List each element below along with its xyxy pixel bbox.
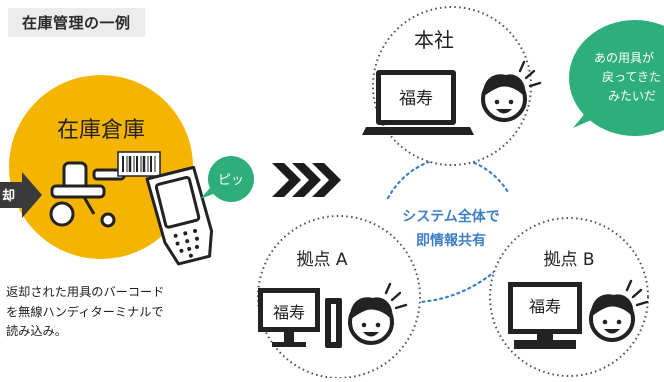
- beep-bubble: ピッ: [200, 156, 254, 202]
- chevron-arrows-icon: [272, 163, 341, 197]
- site-b-screen-text: 福寿: [529, 297, 561, 316]
- hq-laptop-icon: [362, 70, 474, 135]
- caption-line-3: 読み込み。: [6, 324, 67, 338]
- site-b-node: 拠点 B 福寿: [489, 217, 649, 377]
- site-a-person-icon: [347, 295, 395, 345]
- section-tag: 在庫管理の一例: [8, 8, 145, 37]
- handheld-scanner-icon: [145, 165, 214, 266]
- beep-text: ピッ: [218, 173, 244, 188]
- hq-screen-text: 福寿: [399, 89, 433, 109]
- speech-bubble: あの用具が 戻ってきた みたいだ: [569, 20, 664, 136]
- wheelchair-icon: [49, 161, 126, 228]
- bubble-line1: あの用具が: [594, 50, 654, 65]
- barcode-label-icon: [117, 151, 161, 177]
- site-b-title: 拠点 B: [543, 250, 594, 270]
- site-a-title: 拠点 A: [296, 250, 347, 270]
- site-b-person-icon: [588, 292, 636, 342]
- warehouse-node: 在庫倉庫: [9, 75, 193, 259]
- site-a-node: 拠点 A 福寿: [257, 215, 421, 379]
- hq-node: 本社 福寿: [362, 6, 542, 166]
- bubble-line2: 戻ってきた: [602, 70, 661, 84]
- share-label-line2: 即情報共有: [416, 232, 486, 249]
- scan-caption: 返却された用具のバーコード を無線ハンディターミナルで 読み込み。: [6, 283, 164, 342]
- share-label-line1: システム全体で: [402, 208, 500, 225]
- site-b-pc-icon: [508, 282, 582, 349]
- caption-line-1: 返却された用具のバーコード: [6, 285, 165, 299]
- caption-line-2: を無線ハンディターミナルで: [6, 304, 164, 319]
- return-label: 却: [2, 188, 15, 204]
- warehouse-title: 在庫倉庫: [57, 118, 145, 143]
- hq-title: 本社: [414, 28, 454, 52]
- hq-person-icon: [480, 72, 528, 122]
- site-a-screen-text: 福寿: [273, 303, 305, 322]
- site-a-monitor-icon: [258, 288, 342, 348]
- bubble-line3: みたいだ: [608, 89, 656, 103]
- return-arrow: 却: [0, 172, 42, 218]
